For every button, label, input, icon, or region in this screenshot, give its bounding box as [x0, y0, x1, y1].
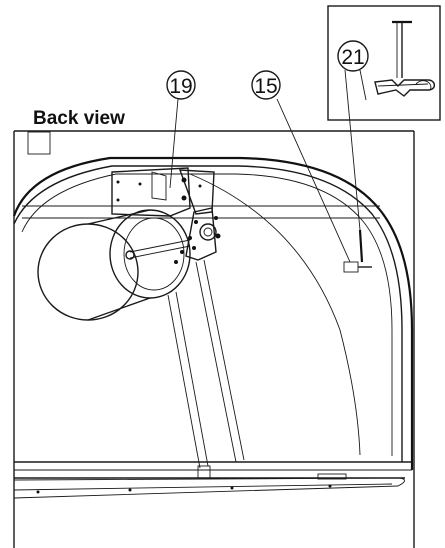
callout-19-label: 19: [169, 75, 192, 98]
view-title: Back view: [33, 108, 125, 129]
detail-inset: 21: [327, 5, 441, 121]
callout-15: 15: [251, 70, 351, 263]
drum-cylinder: [37, 209, 191, 321]
outer-frame: [13, 130, 415, 548]
callout-15-label: 15: [254, 75, 277, 98]
callout-21-label: 21: [341, 46, 364, 69]
base-rail: [13, 461, 412, 499]
mounting-plate: [111, 167, 221, 261]
hood-dome: [12, 156, 414, 470]
pin-clip-detail-icon: [374, 20, 436, 97]
callout-21-leader: [344, 69, 361, 231]
support-struts: [167, 259, 245, 469]
callout-19: 19: [166, 70, 196, 189]
